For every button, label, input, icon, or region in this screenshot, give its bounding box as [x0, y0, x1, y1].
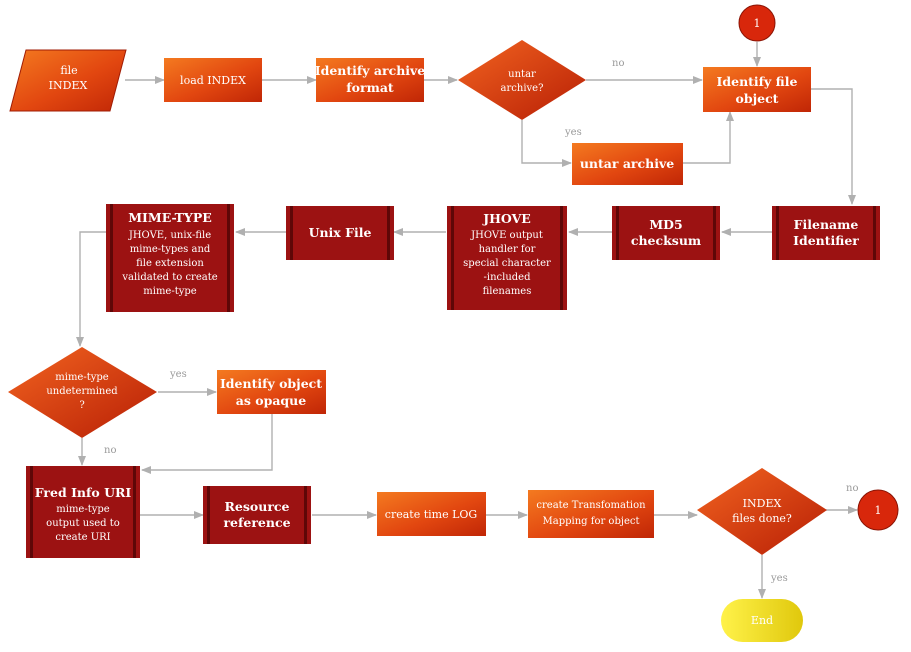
- node-file-index: file INDEX: [9, 49, 127, 112]
- node-identify-archive-line2: format: [346, 80, 394, 95]
- node-fred-line1: mime-type: [56, 504, 110, 515]
- node-md5-line2: checksum: [631, 233, 701, 248]
- edge-untar-archive-to-identify-file: [683, 111, 734, 164]
- node-mime-line4: validated to create: [121, 272, 217, 283]
- edge-mime-to-question: [76, 231, 106, 347]
- node-index-done-line1: INDEX: [743, 497, 782, 510]
- node-mime-question-line2: undetermined: [46, 386, 118, 397]
- edges: no yes yes no no yes: [76, 42, 858, 599]
- node-md5-checksum: MD5 checksum: [612, 206, 720, 260]
- node-mime-line1: JHOVE, unix-file: [128, 230, 211, 241]
- edge-label-mime-no: no: [104, 445, 116, 456]
- node-mime-title: MIME-TYPE: [128, 210, 212, 225]
- node-jhove-line3: special character: [463, 258, 551, 269]
- node-md5-line1: MD5: [649, 217, 682, 232]
- node-mime-line2: mime-types and: [130, 244, 211, 255]
- node-end: End: [721, 599, 803, 642]
- connector-end-label: 1: [875, 504, 882, 517]
- node-filename-line2: Identifier: [793, 233, 859, 248]
- node-file-index-line2: INDEX: [49, 79, 88, 92]
- node-index-done-question: INDEX files done?: [697, 468, 827, 555]
- node-untar-question-line1: untar: [508, 69, 536, 80]
- node-unix-file: Unix File: [286, 206, 394, 260]
- node-load-index: load INDEX: [164, 58, 262, 102]
- node-jhove: JHOVE JHOVE output handler for special c…: [447, 206, 567, 310]
- connector-end: 1: [857, 489, 899, 531]
- node-mime-question-line1: mime-type: [55, 372, 109, 383]
- edge-identify-file-to-filename: [810, 88, 856, 205]
- node-identify-file-line2: object: [736, 91, 779, 106]
- node-jhove-line5: filenames: [483, 286, 532, 297]
- node-jhove-title: JHOVE: [482, 211, 531, 226]
- connector-top-label: 1: [754, 17, 761, 30]
- node-untar-archive-label: untar archive: [580, 156, 674, 171]
- edge-label-index-yes: yes: [770, 573, 788, 584]
- node-fred-title: Fred Info URI: [35, 485, 132, 500]
- node-transformation-line2: Mapping for object: [543, 516, 640, 527]
- node-jhove-line4: -included: [484, 272, 532, 283]
- node-create-transformation: create Transfomation Mapping for object: [528, 490, 654, 538]
- edge-label-index-no: no: [846, 483, 858, 494]
- node-jhove-line2: handler for: [479, 244, 536, 255]
- node-identify-archive-line1: Identify archive: [315, 63, 426, 78]
- node-jhove-line1: JHOVE output: [470, 230, 543, 241]
- node-transformation-line1: create Transfomation: [536, 500, 646, 511]
- node-mime-line5: mime-type: [143, 286, 197, 297]
- connector-top: 1: [738, 4, 776, 42]
- node-time-log-label: create time LOG: [385, 508, 477, 521]
- node-untar-question-line2: archive?: [501, 83, 544, 94]
- edge-label-untar-no: no: [612, 58, 624, 69]
- edge-opaque-to-fred: [141, 414, 273, 474]
- edge-label-untar-yes: yes: [564, 127, 582, 138]
- node-fred-line3: create URI: [55, 532, 110, 543]
- node-mime-line3: file extension: [136, 258, 204, 269]
- node-index-done-line2: files done?: [732, 512, 792, 525]
- node-resource-reference: Resource reference: [203, 486, 311, 544]
- node-mime-question-line3: ?: [79, 400, 84, 411]
- node-fred-info-uri: Fred Info URI mime-type output used to c…: [26, 466, 140, 558]
- node-resource-line1: Resource: [225, 499, 290, 514]
- node-mime-question: mime-type undetermined ?: [8, 347, 157, 438]
- node-untar-question: untar archive?: [458, 40, 586, 120]
- node-unix-file-label: Unix File: [309, 225, 372, 240]
- node-identify-file-line1: Identify file: [717, 74, 798, 89]
- node-identify-file-object: Identify file object: [703, 67, 811, 112]
- edge-label-mime-yes: yes: [169, 369, 187, 380]
- node-opaque-line2: as opaque: [236, 393, 306, 408]
- node-identify-archive-format: Identify archive format: [315, 58, 426, 102]
- node-file-index-line1: file: [60, 64, 77, 77]
- node-load-index-label: load INDEX: [180, 74, 246, 87]
- edge-untar-yes: [521, 120, 572, 167]
- node-mime-type: MIME-TYPE JHOVE, unix-file mime-types an…: [106, 204, 234, 312]
- node-filename-identifier: Filename Identifier: [772, 206, 880, 260]
- node-opaque-line1: Identify object: [220, 376, 322, 391]
- node-identify-opaque: Identify object as opaque: [217, 370, 326, 414]
- node-create-time-log: create time LOG: [377, 492, 486, 536]
- node-fred-line2: output used to: [46, 518, 120, 529]
- node-untar-archive: untar archive: [572, 143, 683, 185]
- node-end-label: End: [751, 614, 773, 627]
- node-filename-line1: Filename: [794, 217, 859, 232]
- node-resource-line2: reference: [223, 515, 290, 530]
